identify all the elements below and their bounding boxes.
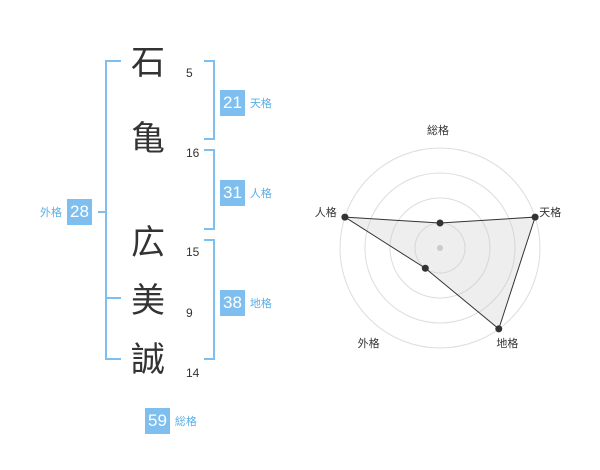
chikaku-bracket bbox=[204, 239, 215, 360]
tenkaku-label: 天格 bbox=[249, 97, 272, 110]
name-char-2: 亀 bbox=[131, 119, 165, 159]
tenkaku-badge: 21 天格 bbox=[220, 90, 272, 116]
radar-center bbox=[437, 245, 443, 251]
chikaku-badge: 38 地格 bbox=[220, 290, 272, 316]
radar-axis-label-2: 天格 bbox=[539, 205, 562, 219]
chikaku-value: 38 bbox=[220, 290, 245, 316]
radar-point-5 bbox=[341, 213, 349, 221]
chikaku-label: 地格 bbox=[249, 297, 272, 310]
stroke-count-2: 16 bbox=[186, 146, 200, 160]
name-char-1: 石 bbox=[131, 43, 165, 83]
jinkaku-label: 人格 bbox=[249, 187, 272, 200]
radar-point-3 bbox=[495, 325, 503, 333]
gaikaku-value: 28 bbox=[67, 199, 92, 225]
soukaku-badge: 59 総格 bbox=[145, 408, 197, 434]
stroke-count-3: 15 bbox=[186, 245, 200, 259]
tenkaku-value: 21 bbox=[220, 90, 245, 116]
gaikaku-badge: 28 外格 bbox=[40, 199, 92, 225]
jinkaku-value: 31 bbox=[220, 180, 245, 206]
radar-ring bbox=[339, 147, 541, 349]
tenkaku-bracket bbox=[204, 60, 215, 140]
gaikaku-bracket bbox=[105, 60, 121, 360]
name-char-4: 美 bbox=[131, 281, 165, 321]
radar-axis-label-4: 外格 bbox=[357, 337, 380, 351]
radar-ring bbox=[389, 197, 491, 299]
radar-ring bbox=[364, 172, 516, 324]
jinkaku-bracket bbox=[204, 149, 215, 230]
radar-series-area bbox=[344, 216, 536, 330]
stroke-count-5: 14 bbox=[186, 366, 200, 380]
radar-axis-label-1: 総格 bbox=[427, 124, 449, 137]
radar-point-4 bbox=[421, 264, 429, 272]
name-char-5: 誠 bbox=[131, 340, 165, 380]
stroke-count-4: 9 bbox=[186, 306, 193, 320]
radar-point-2 bbox=[531, 213, 539, 221]
radar-axis-label-5: 人格 bbox=[314, 205, 337, 219]
stroke-count-1: 5 bbox=[186, 66, 193, 80]
name-char-3: 広 bbox=[131, 223, 165, 263]
radar-axis-label-3: 地格 bbox=[496, 337, 519, 351]
jinkaku-badge: 31 人格 bbox=[220, 180, 272, 206]
radar-point-1 bbox=[436, 219, 444, 227]
soukaku-label: 総格 bbox=[174, 415, 197, 428]
gaikaku-label: 外格 bbox=[40, 206, 62, 219]
soukaku-value: 59 bbox=[145, 408, 170, 434]
